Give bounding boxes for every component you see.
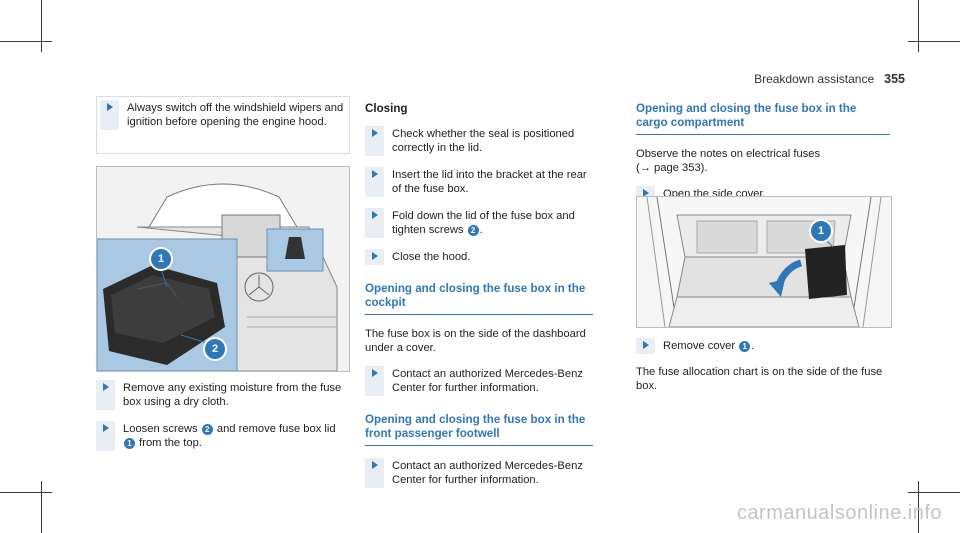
callout-1-label: 1	[817, 225, 825, 237]
step-text-part: Remove any existing moisture from the fu…	[123, 382, 342, 408]
column-1-steps: Remove any existing moisture from the fu…	[96, 380, 348, 462]
closing-step-2: Insert the lid into the bracket at the r…	[365, 167, 593, 197]
observe-text: Observe the notes on electrical fuses (→…	[636, 147, 890, 175]
callout-badge-2: 2	[467, 225, 479, 236]
footwell-heading: Opening and closing the fuse box in the …	[365, 413, 593, 446]
step-marker	[636, 338, 655, 354]
callout-badge-1: 1	[124, 438, 135, 449]
section-title: Breakdown assistance	[754, 72, 875, 86]
step-marker	[96, 380, 115, 410]
step-text-part: Remove cover	[663, 340, 739, 352]
step-text: Loosen screws 2 and remove fuse box lid …	[123, 421, 348, 451]
note-step: Always switch off the windshield wipers …	[100, 100, 344, 130]
note-step-text: Always switch off the windshield wipers …	[127, 102, 344, 128]
crop-mark	[0, 41, 52, 42]
crop-mark	[41, 0, 42, 52]
callout-1: 1	[149, 247, 173, 271]
step-marker	[365, 208, 384, 238]
column-2: Closing Check whether the seal is positi…	[365, 102, 593, 499]
crop-mark	[41, 481, 42, 533]
crop-mark	[908, 41, 960, 42]
step-marker	[365, 366, 384, 396]
step-marker	[365, 458, 384, 488]
callout-2-label: 2	[211, 343, 219, 355]
page-reference-link[interactable]: (→ page 353).	[636, 162, 708, 174]
cargo-compartment-image: 1	[636, 196, 892, 328]
step-text-part: .	[479, 224, 483, 236]
step-text: Contact an authorized Mercedes-Benz Cent…	[392, 460, 583, 486]
step-text-part: Loosen screws	[123, 423, 201, 435]
callout-badge-2: 2	[201, 424, 213, 435]
closing-step-1: Check whether the seal is positioned cor…	[365, 126, 593, 156]
callout-badge-1: 1	[739, 341, 751, 352]
step-text-part: .	[751, 340, 755, 352]
crop-mark	[918, 0, 919, 52]
step-marker	[100, 100, 119, 130]
step-text-part: and remove fuse box lid	[213, 423, 336, 435]
step-text-part: from the top.	[136, 437, 202, 449]
step-text-part: Fold down the lid of the fuse box and ti…	[392, 210, 575, 236]
callout-1: 1	[809, 219, 833, 243]
step-text: Check whether the seal is positioned cor…	[392, 128, 575, 154]
callout-1-label: 1	[157, 253, 165, 265]
cockpit-step: Contact an authorized Mercedes-Benz Cent…	[365, 366, 593, 396]
step-text: Remove cover 1.	[663, 338, 754, 354]
watermark: carmanualsonline.info	[736, 502, 942, 524]
footwell-step: Contact an authorized Mercedes-Benz Cent…	[365, 458, 593, 488]
fuse-chart-text: The fuse allocation chart is on the side…	[636, 366, 883, 392]
callout-2: 2	[203, 337, 227, 361]
crop-mark	[918, 481, 919, 533]
step-marker	[365, 126, 384, 156]
page-number: 355	[884, 72, 905, 86]
step-loosen-screws: Loosen screws 2 and remove fuse box lid …	[96, 421, 348, 451]
remove-cover-step: Remove cover 1.	[636, 338, 890, 354]
step-marker	[96, 421, 115, 451]
page-header: Breakdown assistance 355	[754, 72, 905, 86]
cargo-illustration	[637, 197, 891, 327]
closing-heading: Closing	[365, 102, 408, 115]
engine-illustration	[97, 167, 349, 371]
crop-mark	[0, 492, 52, 493]
closing-step-4: Close the hood.	[365, 249, 593, 265]
step-text: Insert the lid into the bracket at the r…	[392, 169, 587, 195]
note-box	[96, 96, 350, 154]
step-text: Remove any existing moisture from the fu…	[123, 380, 348, 410]
cockpit-heading: Opening and closing the fuse box in the …	[365, 282, 593, 315]
step-remove-moisture: Remove any existing moisture from the fu…	[96, 380, 348, 410]
step-text: Contact an authorized Mercedes-Benz Cent…	[392, 368, 583, 394]
column-3-lower: Remove cover 1. The fuse allocation char…	[636, 338, 890, 404]
closing-step-3: Fold down the lid of the fuse box and ti…	[365, 208, 593, 238]
step-marker	[365, 249, 384, 265]
cockpit-text: The fuse box is on the side of the dashb…	[365, 328, 586, 354]
observe-text-line: Observe the notes on electrical fuses	[636, 148, 821, 160]
engine-compartment-image: 1 2	[96, 166, 350, 372]
crop-mark	[908, 492, 960, 493]
column-1-note: Always switch off the windshield wipers …	[100, 100, 344, 141]
step-text: Fold down the lid of the fuse box and ti…	[392, 208, 593, 238]
step-marker	[365, 167, 384, 197]
cargo-heading: Opening and closing the fuse box in the …	[636, 102, 890, 135]
step-text: Close the hood.	[392, 251, 471, 263]
